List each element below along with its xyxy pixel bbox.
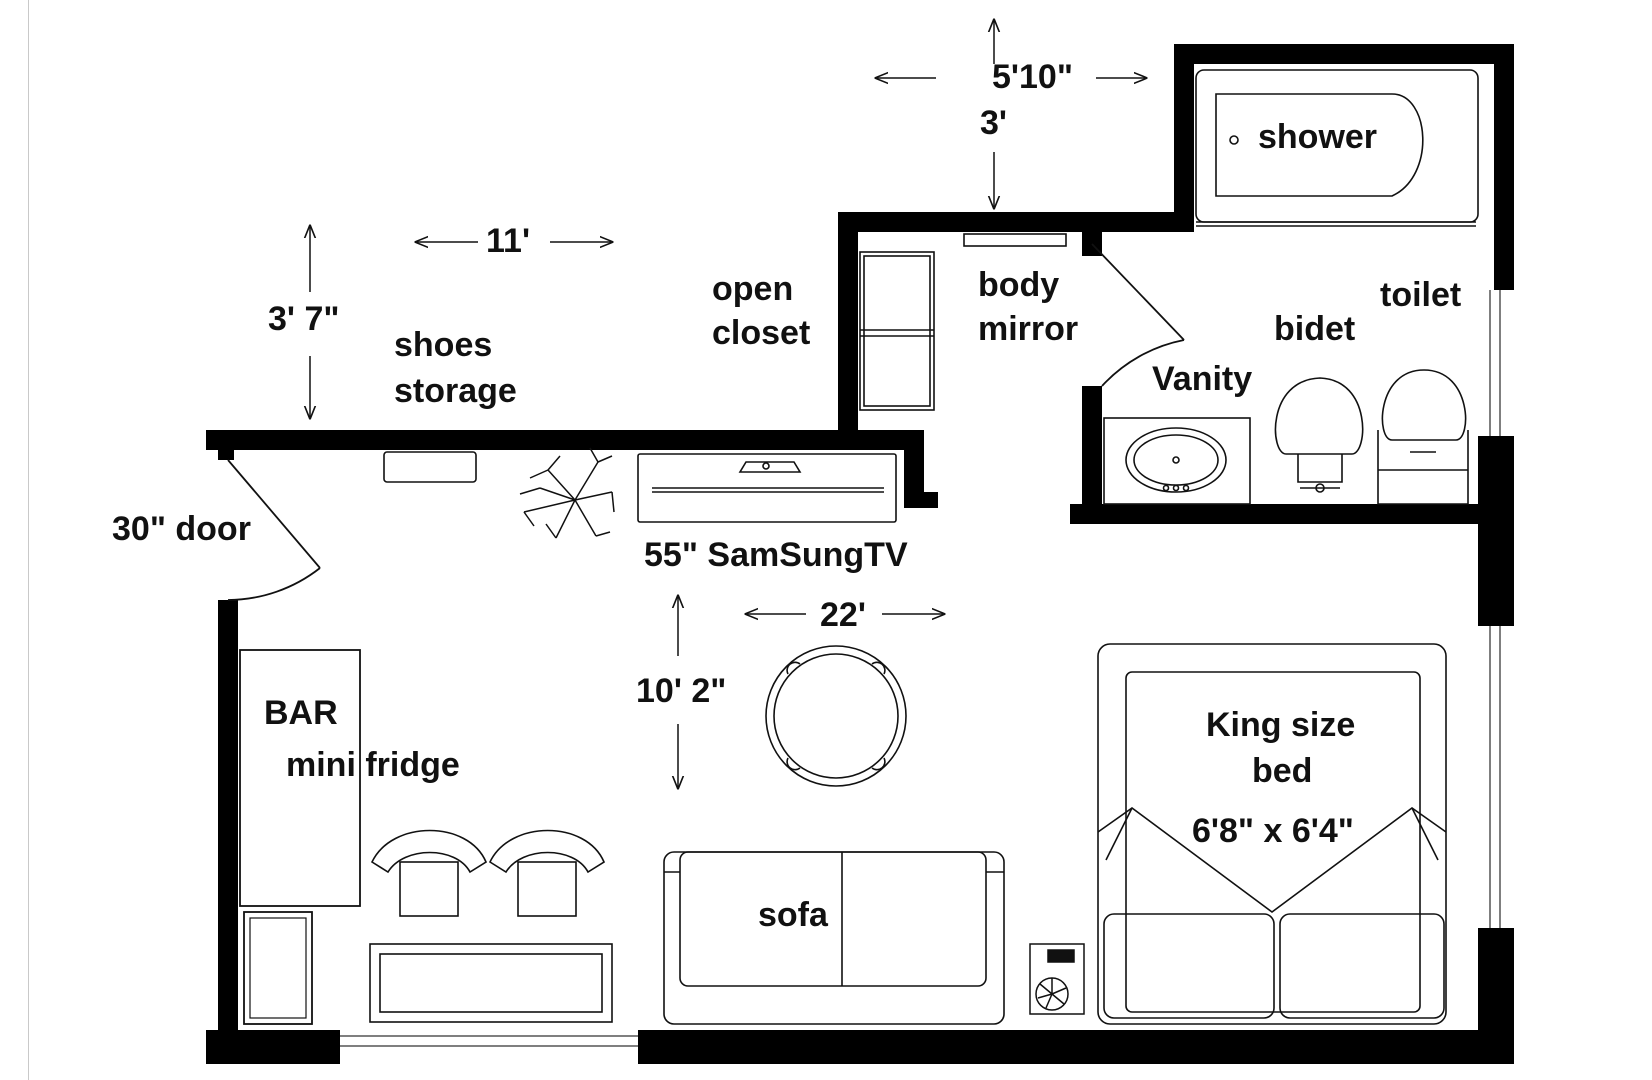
bar-stool-icon	[370, 829, 488, 917]
bed-label-line2: bed	[1252, 752, 1313, 790]
sofa-label: sofa	[758, 896, 828, 934]
tv-icon	[637, 453, 897, 523]
dimension-arrows	[310, 20, 1146, 788]
bath-depth-label: 3'	[980, 104, 1007, 142]
closet-depth-label: 3' 7"	[268, 300, 340, 338]
plant-icon	[519, 447, 615, 539]
windows	[340, 290, 1501, 1047]
open-closet-label-line1: open	[712, 270, 794, 308]
bidet-icon	[1274, 377, 1364, 493]
room-depth-label: 10' 2"	[636, 672, 727, 710]
toilet-label: toilet	[1380, 276, 1462, 314]
side-cabinet	[243, 911, 313, 1025]
bar-label: BAR	[264, 694, 338, 732]
shoes-storage-shelf	[383, 451, 477, 483]
shower-icon	[1195, 69, 1479, 227]
bar-stool-icon	[488, 829, 606, 917]
round-table-icon	[765, 645, 907, 787]
body-mirror-label-line1: body	[978, 266, 1060, 304]
vanity-sink-icon	[1103, 417, 1251, 505]
shoes-storage-label-line2: storage	[394, 372, 517, 410]
body-mirror	[963, 233, 1067, 247]
bar-counter	[239, 649, 361, 907]
bidet-label: bidet	[1274, 310, 1356, 348]
walls	[206, 44, 1514, 1064]
open-closet-shelves	[859, 251, 935, 411]
air-purifier-icon	[1029, 943, 1085, 1015]
door-label: 30" door	[112, 510, 251, 548]
bathroom-door	[1091, 243, 1185, 387]
king-bed-icon	[1097, 643, 1447, 1025]
body-mirror-label-line2: mirror	[978, 310, 1079, 348]
page-edge-line	[28, 0, 29, 1080]
closet-width-label: 11'	[486, 222, 531, 260]
tv-label: 55" SamSungTV	[644, 536, 908, 574]
vanity-label: Vanity	[1152, 360, 1253, 398]
mini-fridge-label: mini fridge	[286, 746, 460, 784]
bench-icon	[369, 943, 613, 1023]
toilet-icon	[1377, 369, 1469, 505]
entry-door	[227, 459, 321, 601]
shower-label: shower	[1258, 118, 1378, 156]
room-width-label: 22'	[820, 596, 866, 634]
shoes-storage-label-line1: shoes	[394, 326, 493, 364]
open-closet-label-line2: closet	[712, 314, 811, 352]
bed-label-line1: King size	[1206, 706, 1356, 744]
bed-size-label: 6'8" x 6'4"	[1192, 812, 1354, 850]
sofa-icon	[663, 851, 1005, 1025]
bath-width-label: 5'10"	[992, 58, 1073, 96]
